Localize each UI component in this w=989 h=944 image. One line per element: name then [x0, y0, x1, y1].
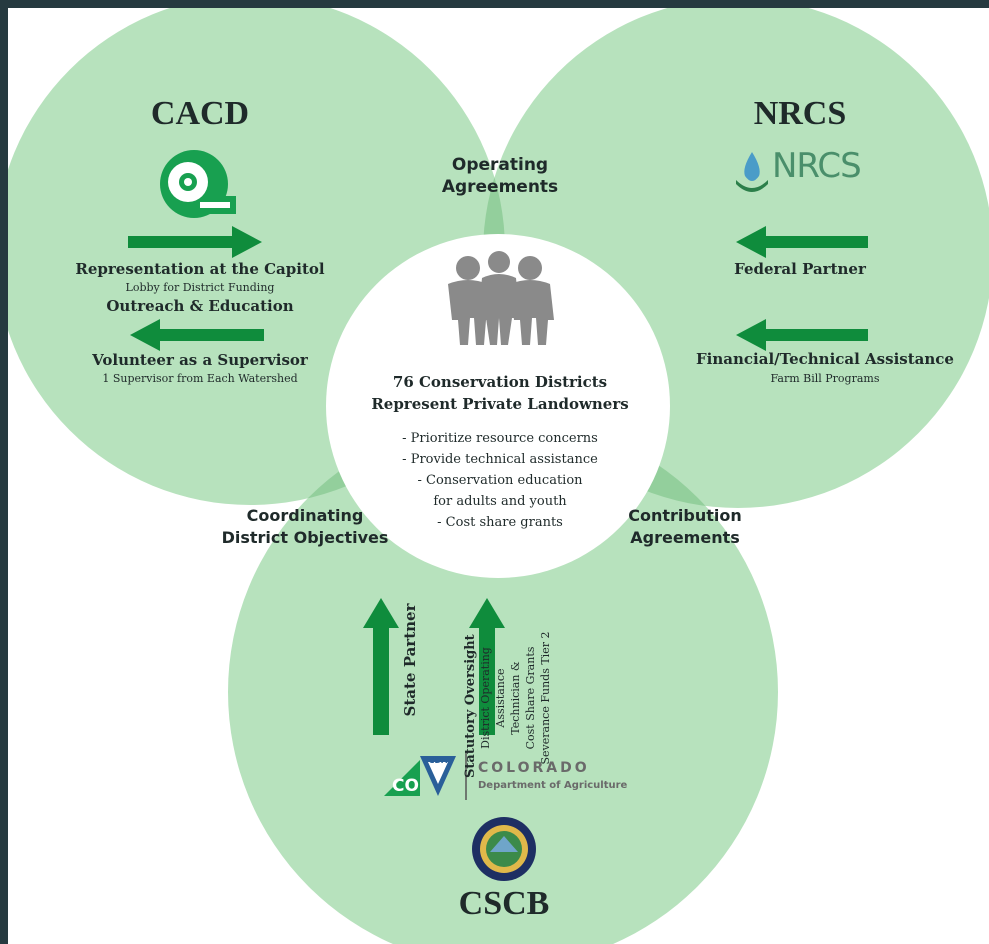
state-seal-icon — [472, 817, 536, 881]
center-bullet: - Provide technical assistance — [402, 452, 598, 467]
cacd-arrow-left — [130, 319, 264, 351]
cscb-circle — [228, 417, 778, 944]
cacd-arrow-right — [128, 226, 262, 258]
water-drop-icon — [736, 152, 768, 192]
cacd-item2-title: Outreach & Education — [106, 297, 294, 315]
cscb-arrow-up-1 — [363, 598, 399, 735]
people-silhouette-icon — [448, 251, 554, 345]
cacd-item1-title: Representation at the Capitol — [75, 260, 325, 278]
cacd-item3-title: Volunteer as a Supervisor — [92, 351, 308, 369]
cscb-oversight-line: Technician & — [509, 661, 522, 735]
nrcs-arrow-left-2 — [736, 319, 868, 351]
cscb-title: CSCB — [458, 885, 550, 922]
cscb-oversight-block: Statutory Oversight District Operating A… — [463, 618, 553, 778]
cacd-title: CACD — [150, 95, 250, 132]
nrcs-item2-title: Financial/Technical Assistance — [696, 350, 954, 368]
overlap-left-label: Coordinating District Objectives — [205, 505, 405, 549]
cda-logo-text: CO — [392, 776, 419, 796]
nrcs-title: NRCS — [753, 95, 847, 132]
cda-badge: CDA — [428, 756, 448, 765]
center-heading-line1: 76 Conservation Districts — [392, 373, 608, 391]
nrcs-item2-sub: Farm Bill Programs — [770, 372, 880, 385]
center-heading-line2: Represent Private Landowners — [371, 395, 629, 413]
overlap-right-label: Contribution Agreements — [600, 505, 770, 549]
center-bullets: - Prioritize resource concerns - Provide… — [370, 428, 630, 533]
cda-logo-icon — [384, 752, 467, 800]
overlap-top-label: Operating Agreements — [420, 154, 580, 198]
nrcs-logo-text: NRCS — [772, 146, 862, 186]
cscb-oversight-line: Cost Share Grants — [524, 646, 537, 750]
overlap-top-line1: Operating — [451, 155, 549, 175]
cscb-arrow-up-2 — [469, 598, 505, 735]
center-bullet: - Cost share grants — [437, 515, 563, 530]
cscb-oversight-title: Statutory Oversight — [463, 634, 478, 778]
center-bullet: - Prioritize resource concerns — [402, 431, 598, 446]
overlap-left-line2: District Objectives — [221, 528, 389, 547]
cscb-oversight-line: Severance Funds Tier 2 — [539, 631, 552, 765]
cacd-item1-sub: Lobby for District Funding — [125, 281, 275, 294]
overlap-left-line1: Coordinating — [246, 506, 364, 525]
cscb-oversight-line: Assistance — [494, 668, 507, 728]
cscb-state-partner: State Partner — [401, 603, 419, 717]
center-heading: 76 Conservation Districts Represent Priv… — [360, 371, 640, 415]
overlap-right-line1: Contribution — [628, 506, 742, 525]
cacd-item3-sub: 1 Supervisor from Each Watershed — [102, 372, 298, 385]
overlap-right-line2: Agreements — [630, 528, 740, 547]
rose-seal-icon — [160, 150, 236, 218]
nrcs-arrow-left-1 — [736, 226, 868, 258]
overlap-top-line2: Agreements — [441, 177, 559, 197]
nrcs-item1-title: Federal Partner — [734, 260, 866, 278]
cda-name: COLORADO — [478, 760, 590, 776]
cscb-oversight-line: District Operating — [479, 647, 492, 749]
center-bullet: for adults and youth — [433, 494, 567, 509]
center-circle — [326, 234, 670, 578]
center-bullet: - Conservation education — [417, 473, 583, 488]
cda-sub: Department of Agriculture — [478, 780, 628, 791]
